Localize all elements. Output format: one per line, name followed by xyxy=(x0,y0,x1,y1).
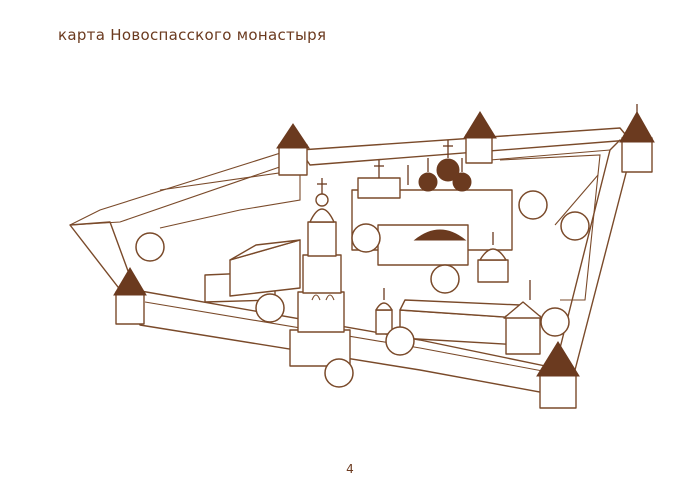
map-marker xyxy=(255,293,285,323)
tower-west xyxy=(113,267,147,325)
monastery-wall xyxy=(69,127,633,396)
map-marker xyxy=(385,326,415,356)
small-church xyxy=(477,232,509,283)
map-marker xyxy=(540,307,570,337)
map-marker xyxy=(430,264,460,294)
map-marker xyxy=(518,190,548,220)
tower-east xyxy=(619,104,655,173)
map-title: карта Новоспасского монастыря xyxy=(58,26,327,44)
building-east xyxy=(503,280,543,355)
chapel-south xyxy=(375,288,393,335)
map-marker xyxy=(324,358,354,388)
page-number: 4 xyxy=(346,462,354,476)
map-marker xyxy=(135,232,165,262)
map-markers xyxy=(135,190,590,388)
tower-south xyxy=(536,341,580,409)
building-west xyxy=(204,239,301,303)
map-marker xyxy=(351,223,381,253)
tower-north-center xyxy=(463,111,497,164)
map-marker xyxy=(560,211,590,241)
main-cathedral xyxy=(351,140,513,266)
building-south xyxy=(399,299,521,346)
tower-north xyxy=(276,123,310,176)
